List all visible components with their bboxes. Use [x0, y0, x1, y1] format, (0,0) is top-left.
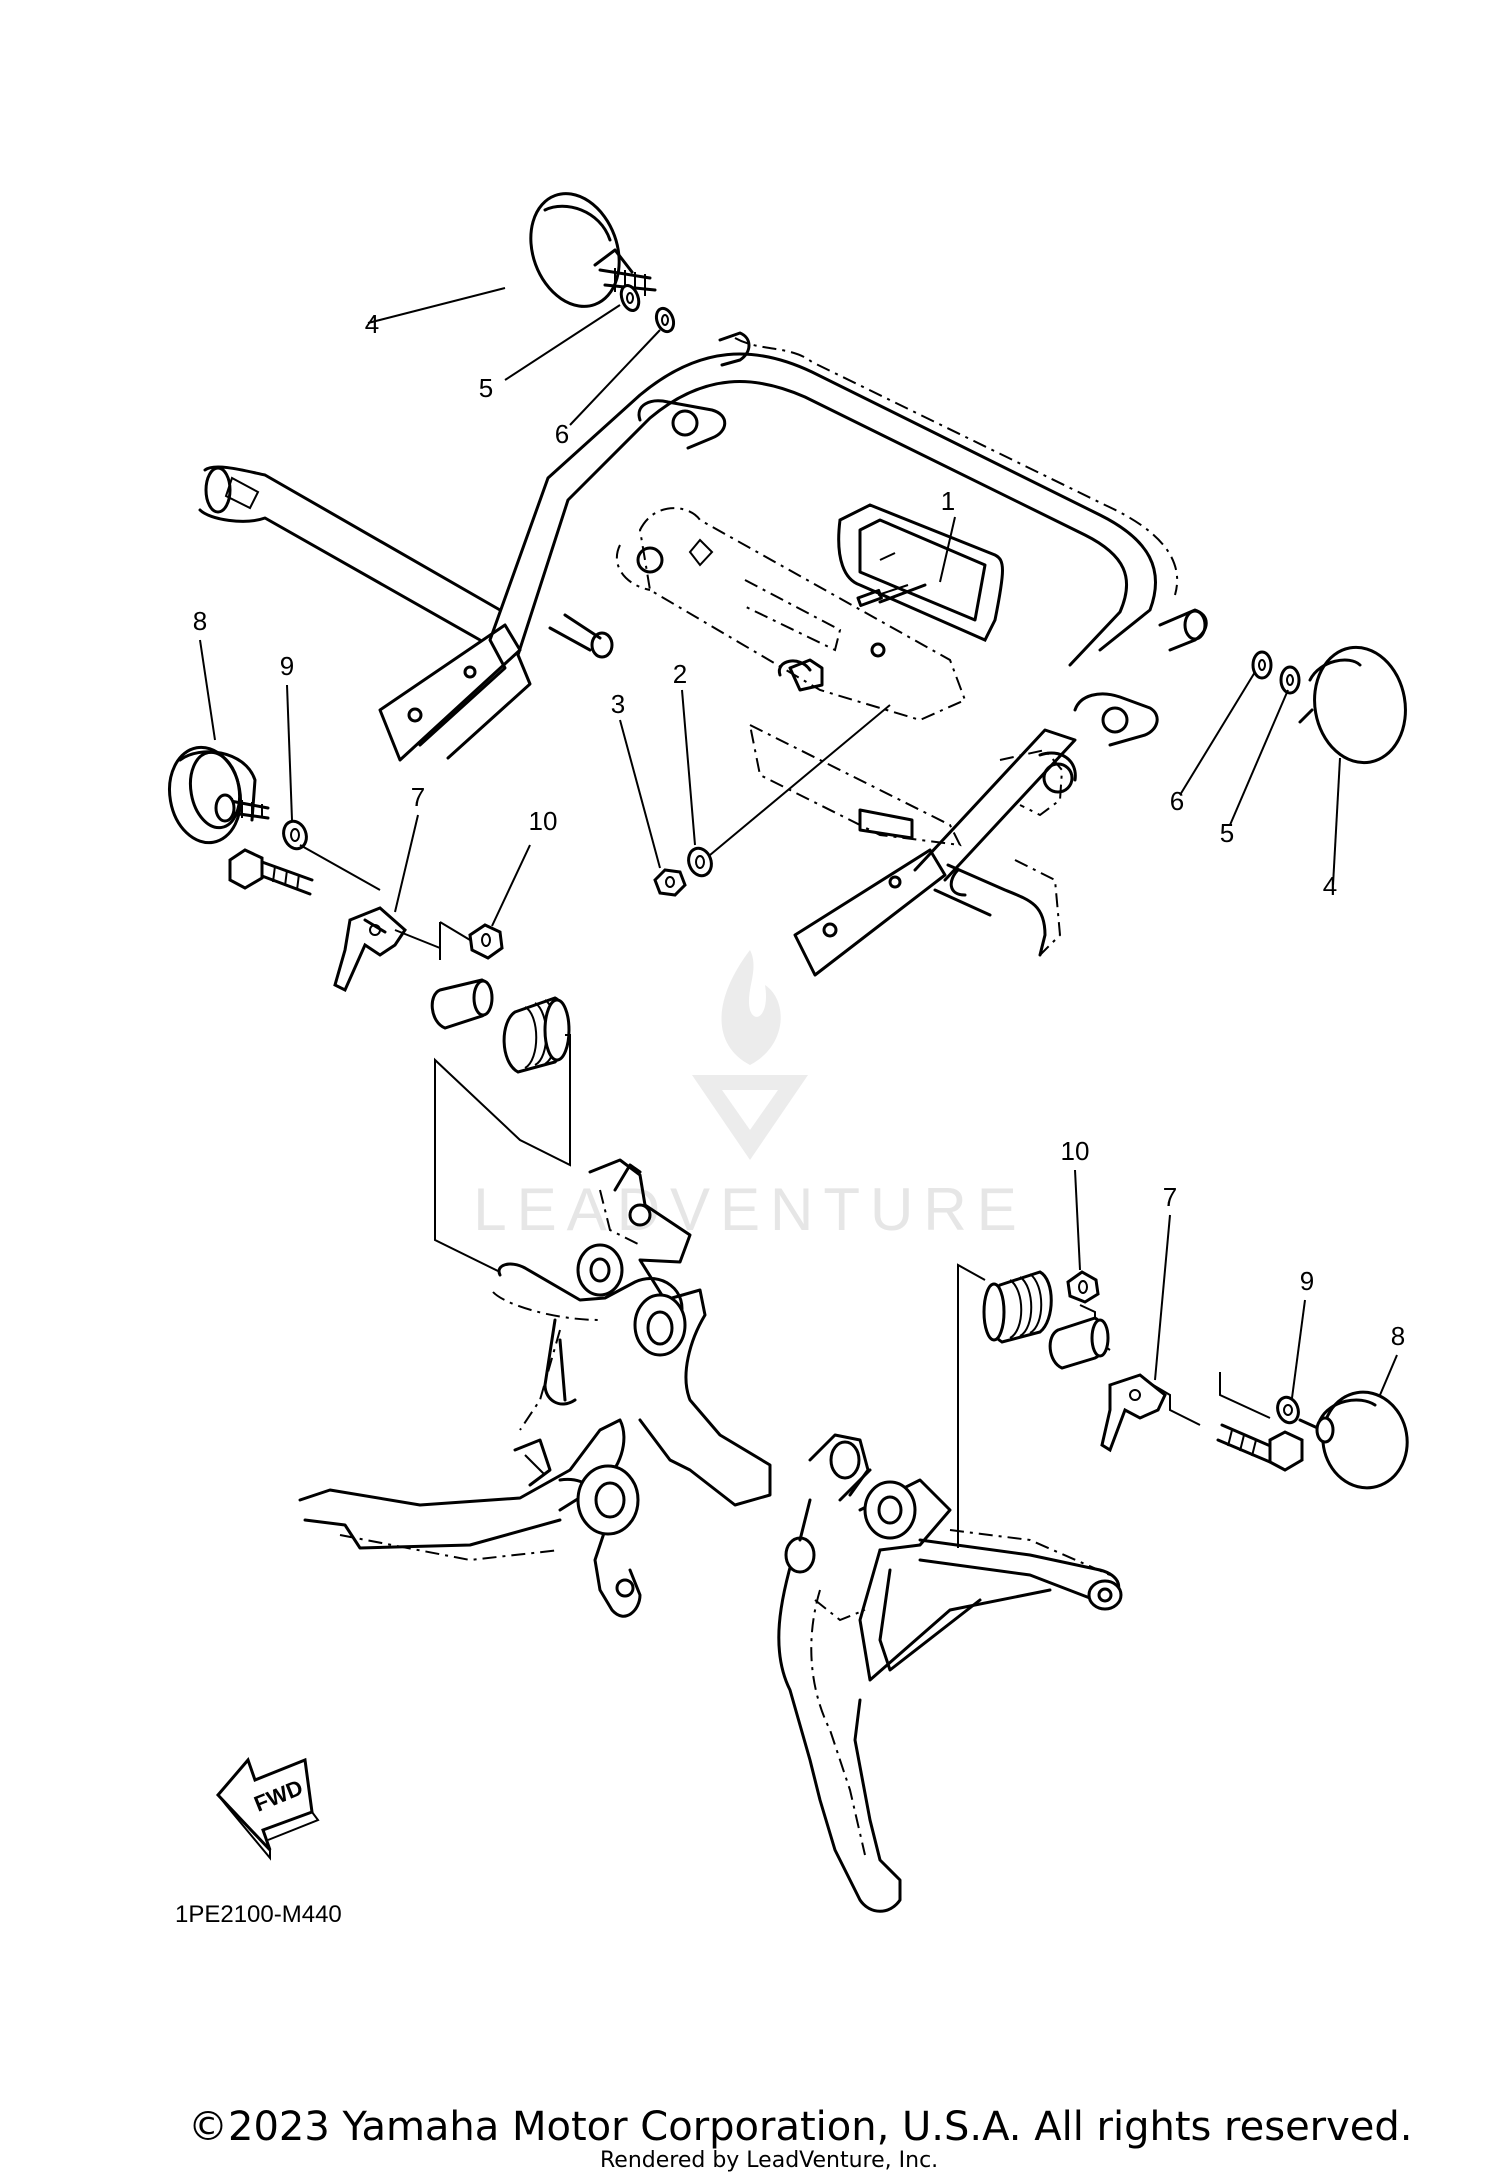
- part-9-washer-left: [282, 819, 308, 851]
- callout-6-top-left: 6: [555, 419, 569, 449]
- collar-right: [1048, 1316, 1110, 1370]
- callout-5-right: 5: [1220, 818, 1234, 848]
- rendered-by: Rendered by LeadVenture, Inc.: [600, 2148, 938, 2173]
- callout-3: 3: [611, 689, 625, 719]
- callout-8-left: 8: [193, 606, 207, 636]
- callout-10-right: 10: [1061, 1136, 1090, 1166]
- leader-lines: [199, 287, 1398, 1399]
- part-8-bumper-right: [1298, 1390, 1409, 1490]
- part-10-nut-left: [468, 923, 504, 960]
- watermark-v-icon: [692, 1075, 808, 1160]
- callout-4-top-left: 4: [365, 309, 379, 339]
- callout-6-right: 6: [1170, 786, 1184, 816]
- callout-1: 1: [941, 486, 955, 516]
- part-8-bumper-left: [168, 745, 270, 845]
- callout-4-right: 4: [1323, 871, 1337, 901]
- callout-5-top-left: 5: [479, 373, 493, 403]
- part-4-cap-left: [529, 192, 657, 308]
- copyright-notice: ©2023 Yamaha Motor Corporation, U.S.A. A…: [188, 2104, 1413, 2150]
- callout-9-right: 9: [1300, 1266, 1314, 1296]
- watermark-text: LEADVENTURE: [473, 1176, 1026, 1243]
- assembly-lines-left: [299, 844, 571, 1273]
- bolt-right: [1216, 1423, 1304, 1472]
- part-7-bracket-left: [333, 906, 407, 993]
- callout-8-right: 8: [1391, 1321, 1405, 1351]
- callouts: 1 2 3 4 5 6 6 5 4 8 9 7 10 10 7 9 8: [193, 309, 1405, 1351]
- collar-left: [430, 978, 494, 1030]
- bolt-left: [228, 848, 314, 896]
- leg-bracket-left: [298, 1158, 772, 1618]
- watermark: LEADVENTURE: [473, 950, 1026, 1243]
- watermark-flame-icon: [721, 950, 781, 1065]
- callout-9-left: 9: [280, 651, 294, 681]
- callout-7-left: 7: [411, 782, 425, 812]
- washers-top-left: [619, 283, 676, 334]
- diagram-code: 1PE2100-M440: [175, 1901, 342, 1928]
- part-1-pad: [837, 503, 1004, 642]
- fwd-arrow-icon: [215, 1757, 314, 1852]
- part-10-nut-right: [1066, 1270, 1100, 1304]
- fwd-arrow: FWD: [215, 1757, 320, 1861]
- damper-right: [982, 1270, 1053, 1344]
- part-9-washer-right: [1276, 1395, 1300, 1425]
- callout-7-right: 7: [1163, 1182, 1177, 1212]
- callout-10-left: 10: [529, 806, 558, 836]
- damper-left: [502, 996, 571, 1074]
- leg-bracket-right: [777, 1433, 1123, 1913]
- callout-2: 2: [673, 659, 687, 689]
- part-4-cap-right: [1251, 645, 1407, 765]
- part-7-bracket-right: [1100, 1373, 1167, 1453]
- parts-2-3: [653, 846, 713, 897]
- handle-frame: [198, 331, 1208, 977]
